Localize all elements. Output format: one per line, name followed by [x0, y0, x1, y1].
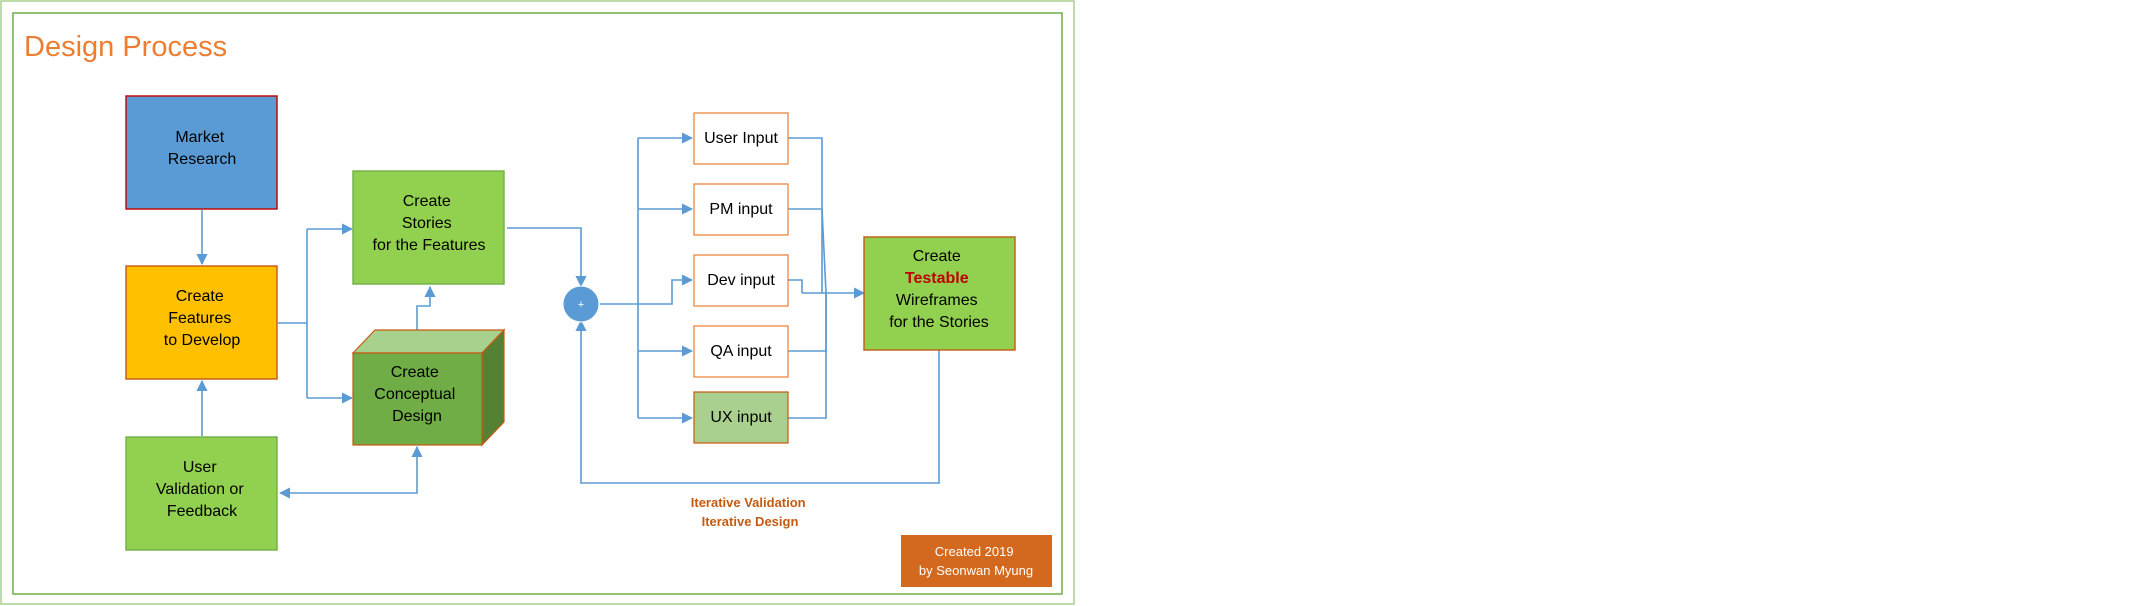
- node-conceptual-design: Create Conceptual Design: [351, 328, 506, 447]
- node-market-research-box: [125, 95, 278, 210]
- connector-feedback-loop: [575, 319, 940, 484]
- node-user-validation-label: User Validation or Feedback: [156, 459, 248, 520]
- connector-qa-input-out: [788, 293, 827, 352]
- outer-frame: [0, 0, 1075, 605]
- connector-to-dev-input: [638, 274, 694, 305]
- node-qa-input-box: [693, 325, 789, 378]
- node-conceptual-design-box: [352, 352, 483, 446]
- node-ux-input: UX input: [693, 391, 789, 444]
- node-dev-input: Dev input: [693, 254, 789, 307]
- connector-user-input-out: [788, 137, 823, 293]
- node-user-input-label: User Input: [704, 130, 778, 147]
- node-create-features-box: [125, 265, 278, 380]
- credit-text: Created 2019 by Seonwan Myung: [919, 544, 1033, 578]
- merge-circle: [562, 285, 600, 323]
- node-ux-input-label: UX input: [710, 409, 772, 426]
- connector-stories-to-merge: [507, 227, 587, 288]
- diagram-title: Design Process: [24, 31, 227, 63]
- connector-dev-input-out: [788, 279, 803, 293]
- conceptual-design-top-face: [351, 329, 506, 354]
- node-user-input: User Input: [693, 112, 789, 165]
- node-create-features-label: Create Features to Develop: [164, 288, 241, 349]
- inner-frame: [12, 12, 1063, 595]
- node-user-validation: User Validation or Feedback: [125, 436, 278, 551]
- credit-box: Created 2019 by Seonwan Myung: [901, 535, 1052, 587]
- connectors: [196, 132, 940, 499]
- node-conceptual-design-label: Create Conceptual Design: [374, 364, 459, 425]
- node-market-research-label: Market Research: [168, 129, 236, 168]
- node-pm-input-label: PM input: [709, 201, 773, 218]
- node-create-features: Create Features to Develop: [125, 265, 278, 380]
- node-user-validation-box: [125, 436, 278, 551]
- node-ux-input-box: [693, 391, 789, 444]
- node-wireframes-box: [863, 236, 1016, 351]
- wireframes-highlight: Testable: [905, 270, 969, 287]
- connector-ux-input-out: [788, 293, 827, 419]
- merge-junction: +: [562, 285, 600, 323]
- node-wireframes-label: Create Testable Wireframes for the Stori…: [889, 248, 989, 331]
- node-wireframes: Create Testable Wireframes for the Stori…: [863, 236, 1016, 351]
- merge-symbol: +: [578, 299, 584, 311]
- node-create-stories-label: Create Stories for the Features: [373, 193, 486, 254]
- node-create-stories: Create Stories for the Features: [352, 170, 505, 285]
- node-market-research: Market Research: [125, 95, 278, 210]
- node-create-stories-box: [352, 170, 505, 285]
- credit-box-background: [901, 535, 1052, 587]
- node-pm-input-box: [693, 183, 789, 236]
- connector-conceptual-validation: [278, 445, 423, 499]
- connector-stories-conceptual: [411, 285, 436, 349]
- node-qa-input: QA input: [693, 325, 789, 378]
- node-dev-input-box: [693, 254, 789, 307]
- connector-pm-input-out: [788, 208, 827, 294]
- loop-label: Iterative Validation Iterative Design: [691, 495, 810, 529]
- node-pm-input: PM input: [693, 183, 789, 236]
- node-user-input-box: [693, 112, 789, 165]
- node-qa-input-label: QA input: [710, 343, 772, 360]
- node-dev-input-label: Dev input: [707, 272, 775, 289]
